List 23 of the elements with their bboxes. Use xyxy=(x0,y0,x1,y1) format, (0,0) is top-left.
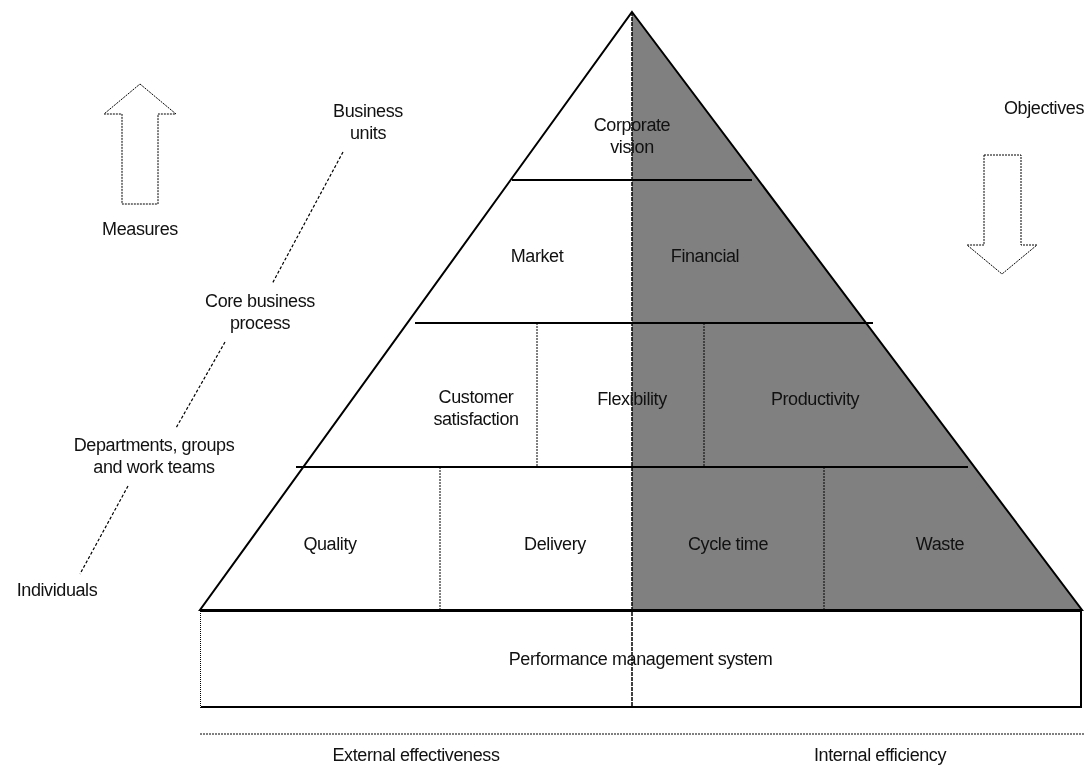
cell-label: Waste xyxy=(880,532,1000,558)
cell-label: Market xyxy=(490,244,584,270)
box-label: Performance management system xyxy=(508,648,773,670)
level-label: Core business process xyxy=(190,288,330,338)
cell-label: Cycle time xyxy=(670,532,786,558)
dashed-line xyxy=(271,151,344,285)
cell-label: Financial xyxy=(655,244,755,270)
dashed-line xyxy=(79,485,129,575)
axis-label: External effectiveness xyxy=(332,745,500,766)
base-box xyxy=(200,610,1082,708)
cell-label: Productivity xyxy=(735,387,895,413)
direction-label: Objectives xyxy=(1004,98,1084,119)
cell-label: Flexibility xyxy=(585,387,679,413)
level-label: Business units xyxy=(318,98,418,148)
level-label: Individuals xyxy=(5,578,109,604)
axis-label: Internal efficiency xyxy=(813,745,947,766)
cell-label: Customer satisfaction xyxy=(420,384,532,434)
cell-label: Quality xyxy=(290,532,370,558)
direction-label: Measures xyxy=(102,219,178,240)
cell-label: Delivery xyxy=(480,532,630,558)
level-label: Departments, groups and work teams xyxy=(62,432,246,482)
dashed-line xyxy=(175,341,226,429)
cell-label: Corporate vision xyxy=(577,112,687,162)
